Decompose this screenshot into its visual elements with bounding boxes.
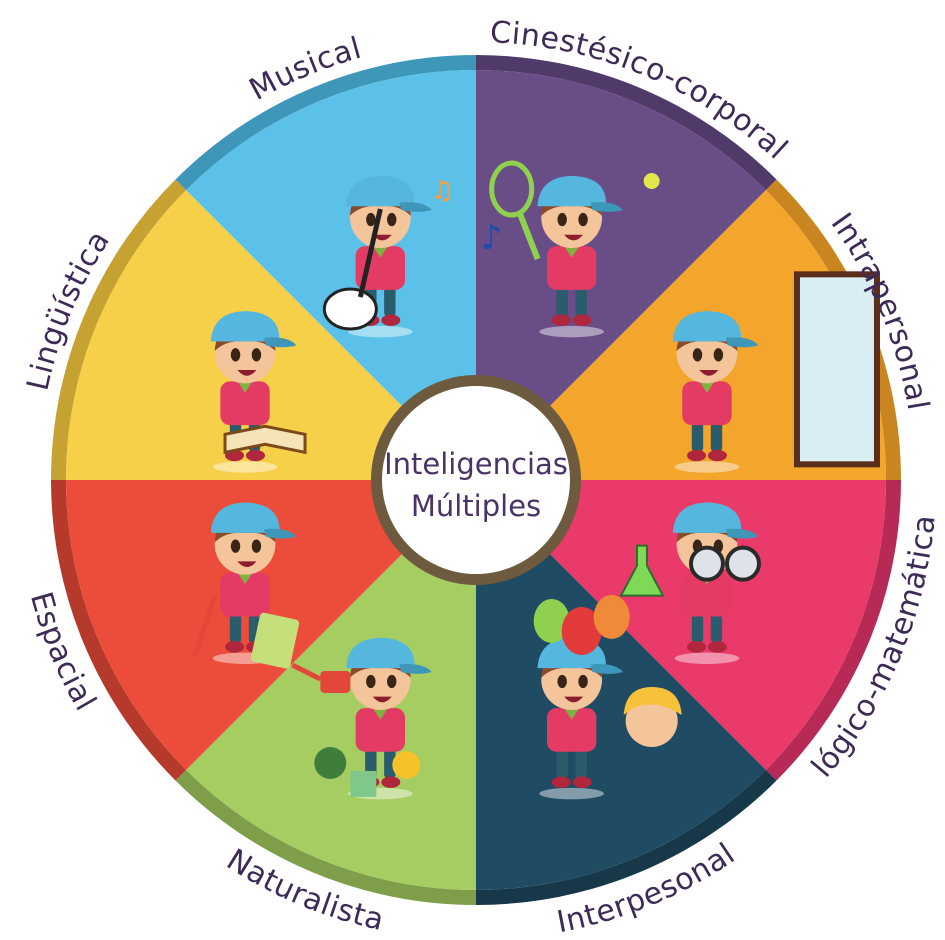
illustration-logico-matematica: [619, 502, 761, 664]
guitar-icon: ♫♪: [322, 176, 502, 331]
svg-text:♪: ♪: [480, 218, 502, 258]
wheel-illustrations: ♫♪: [192, 160, 880, 800]
illustration-linguistica: [210, 311, 307, 473]
kid-figure: [537, 175, 623, 338]
kid-figure: [346, 637, 432, 800]
center-title-line2: Múltiples: [411, 489, 541, 523]
segment-ring-logico-matematica: [765, 480, 901, 781]
illustration-intrapersonal: [672, 271, 880, 473]
flask-icon: [619, 544, 761, 597]
tennis-racket-icon: [489, 160, 660, 261]
kid-figure: [210, 502, 297, 664]
segment-ring-musical: [175, 55, 476, 191]
book-icon: [223, 424, 307, 455]
mirror-icon: [793, 271, 880, 468]
segment-musical: [186, 70, 476, 410]
segment-ring-espacial: [51, 480, 187, 781]
illustration-naturalista: [291, 637, 432, 800]
center-title-line1: Inteligencias: [384, 447, 568, 481]
segment-ring-cinestesico-corporal: [476, 55, 777, 191]
segment-ring-interpesonal: [476, 769, 777, 905]
segment-ring-naturalista: [175, 769, 476, 905]
illustration-interpesonal: [533, 594, 682, 800]
balloons-icon: [533, 594, 682, 747]
illustration-cinestesico-corporal: [489, 160, 660, 338]
segment-naturalista: [186, 550, 476, 890]
illustration-espacial: [192, 502, 300, 669]
watering-can-icon: [291, 662, 421, 797]
segment-cinestesico-corporal: [476, 70, 766, 410]
center-hub: Inteligencias Múltiples: [371, 375, 581, 585]
kid-figure: [537, 637, 623, 800]
center-disc: [382, 386, 570, 574]
svg-text:♫: ♫: [430, 176, 453, 206]
illustration-musical: ♫♪: [322, 175, 502, 338]
kid-figure: [210, 311, 297, 473]
kid-figure: [672, 311, 759, 473]
paintbrush-icon: [192, 594, 300, 669]
segment-ring-intrapersonal: [765, 179, 901, 480]
segment-ring-linguistica: [51, 179, 187, 480]
